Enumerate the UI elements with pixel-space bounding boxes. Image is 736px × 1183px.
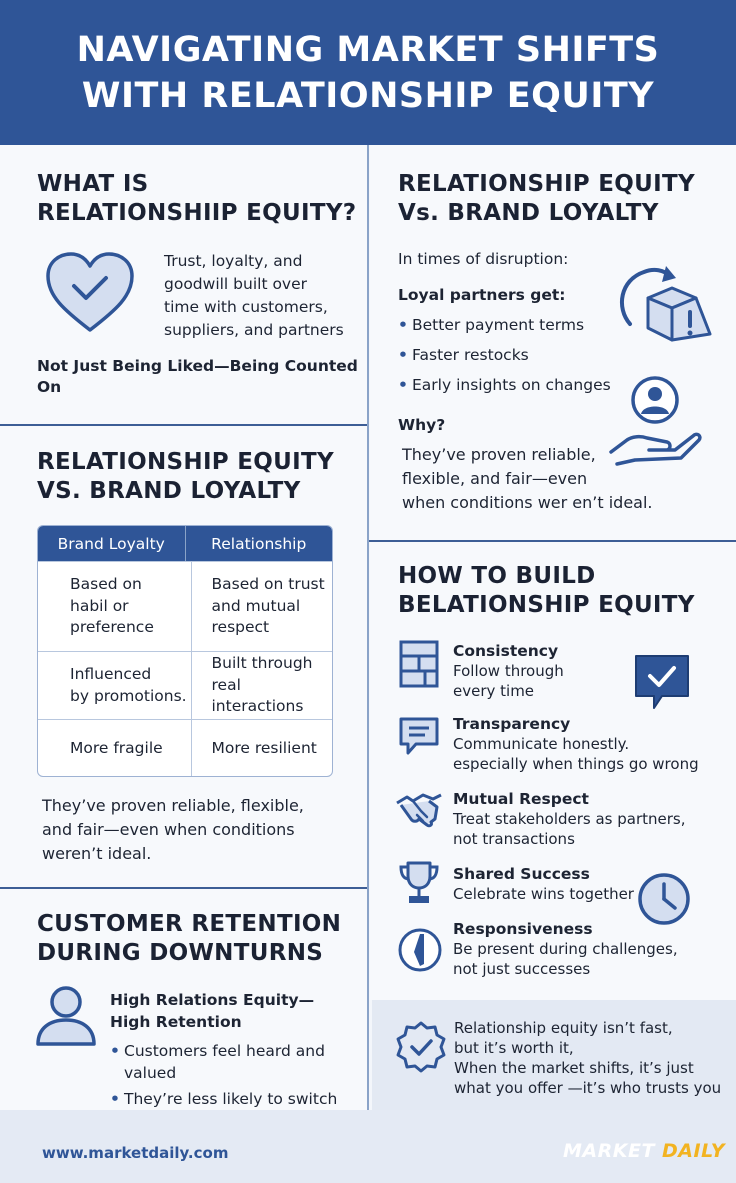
table-row: More fragile More resilient xyxy=(38,719,332,776)
grid-icon xyxy=(399,640,439,688)
column-divider xyxy=(367,145,369,1110)
table-row: Influenced by promotions. Built through … xyxy=(38,651,332,719)
list-item: Customers feel heard and valued xyxy=(110,1040,337,1084)
page-title: NAVIGATING MARKET SHIFTS WITH RELATIONSH… xyxy=(76,29,660,116)
build-item-mutual-respect: Mutual Respect Treat stakeholders as par… xyxy=(453,790,686,848)
what-is-tagline: Not Just Being Liked—Being Counted On xyxy=(37,357,358,396)
comparison-title: RELATIONSHIP EQUITY VS. BRAND LOYALTY xyxy=(37,449,334,504)
footer xyxy=(0,1110,736,1183)
clock-icon xyxy=(637,872,691,926)
what-is-description: Trust, loyalty, and goodwill built over … xyxy=(164,252,344,339)
disruption-title: RELATIONSHIP EQUITY Vs. BRAND LOYALTY xyxy=(398,171,695,226)
table-cell: Built through real interactions xyxy=(211,654,313,716)
disruption-intro: In times of disruption: xyxy=(398,250,569,268)
comparison-table: Brand Loyalty Relationship Based on habi… xyxy=(37,525,333,777)
build-title: HOW TO BUILD BELATIONSHIP EQUITY xyxy=(398,563,695,618)
build-item-shared-success: Shared Success Celebrate wins together xyxy=(453,865,634,903)
disruption-bullets: Better payment terms Faster restocks Ear… xyxy=(398,310,611,400)
footer-logo: MARKET DAILY xyxy=(563,1140,725,1162)
footer-url[interactable]: www.marketdaily.com xyxy=(42,1144,229,1162)
list-item: Early insights on changes xyxy=(398,370,611,400)
handshake-icon xyxy=(395,789,443,833)
retention-subtitle: High Relations Equity— High Retention xyxy=(110,991,315,1031)
trophy-icon xyxy=(398,860,440,906)
heart-check-icon xyxy=(44,250,136,336)
hand-person-icon xyxy=(605,374,705,466)
build-item-consistency: Consistency Follow through every time xyxy=(453,642,564,700)
what-is-title: WHAT IS RELATIONSHIIP EQUITY? xyxy=(37,171,357,226)
table-header-cell: Relationship xyxy=(211,534,307,553)
why-label: Why? xyxy=(398,416,446,434)
section-divider xyxy=(0,887,367,889)
list-item: Faster restocks xyxy=(398,340,611,370)
table-header-cell: Brand Loyalty xyxy=(38,526,186,561)
header-banner: NAVIGATING MARKET SHIFTS WITH RELATIONSH… xyxy=(0,0,736,145)
table-header: Brand Loyalty Relationship xyxy=(38,526,332,561)
table-cell: More resilient xyxy=(211,738,317,757)
clock-icon xyxy=(398,928,442,972)
table-row: Based on habil or preference Based on tr… xyxy=(38,561,332,651)
list-item: Better payment terms xyxy=(398,310,611,340)
table-cell: Influenced by promotions. xyxy=(38,652,192,719)
person-icon xyxy=(34,984,98,1048)
list-item: They’re less likely to switch xyxy=(110,1088,337,1110)
closing-text: Relationship equity isn’t fast, but it’s… xyxy=(454,1019,722,1097)
disruption-subhead: Loyal partners get: xyxy=(398,286,566,304)
chat-check-icon xyxy=(632,652,692,712)
build-item-transparency: Transparency Communicate honestly. espec… xyxy=(453,715,699,773)
retention-title: CUSTOMER RETENTION DURING DOWNTURNS xyxy=(37,911,342,966)
badge-check-icon xyxy=(394,1020,448,1074)
chat-icon xyxy=(398,716,440,756)
retention-bullets: Customers feel heard and valued They’re … xyxy=(110,1040,337,1110)
section-divider xyxy=(0,424,367,426)
section-divider xyxy=(369,540,736,542)
right-column xyxy=(370,145,736,1000)
table-cell: More fragile xyxy=(38,720,192,776)
build-item-responsiveness: Responsiveness Be present during challen… xyxy=(453,920,678,978)
comparison-note: They’ve proven reliable, flexible, and f… xyxy=(42,796,304,863)
table-cell: Based on trust and mutual respect xyxy=(211,575,325,637)
table-cell: Based on habil or preference xyxy=(38,562,192,651)
box-alert-icon xyxy=(610,262,714,348)
why-text: They’ve proven reliable, flexible, and f… xyxy=(402,445,653,512)
